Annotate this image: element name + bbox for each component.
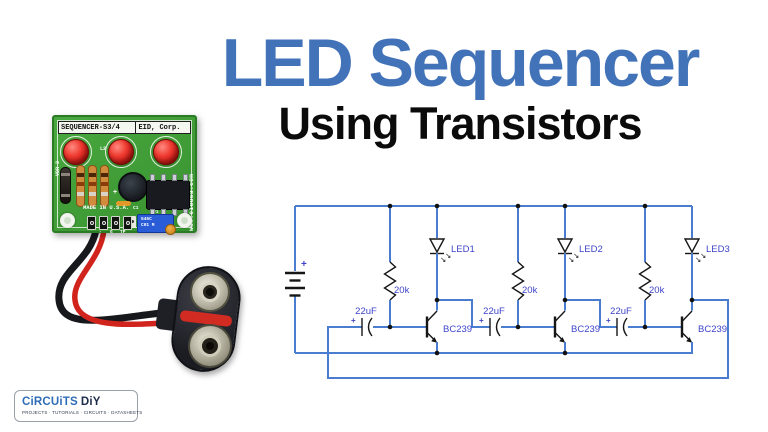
led-symbol	[556, 238, 574, 254]
resistor-symbol	[383, 261, 397, 301]
terminal-pad	[99, 216, 108, 230]
led-emission-arrow: ↘	[440, 255, 446, 264]
page-subtitle: Using Transistors	[278, 98, 642, 150]
oscillator-stage-1: ↘ ↘ + 22uF 20k LED1 BC239	[348, 206, 475, 353]
led-emission-arrow: ↘	[445, 251, 451, 260]
led-symbol	[428, 238, 446, 254]
transistor-emitter-arrow	[559, 337, 566, 343]
transistor-name-label: BC239	[443, 324, 472, 335]
capacitor-minus-plate	[367, 317, 373, 337]
resistor-symbol	[638, 261, 652, 301]
battery-snap-male	[188, 324, 232, 368]
terminal-pad	[111, 216, 120, 230]
trimmer-text-2: C01 M	[141, 223, 155, 229]
solder-pad	[128, 216, 136, 228]
pcb-board-name: SEQUENCER-S3/4	[59, 122, 137, 133]
silk-p1-label: P1	[153, 210, 159, 215]
brand-name-circuits: CiRCUiTS	[22, 396, 78, 408]
brand-tagline: PROJECTS · TUTORIALS · CIRCUITS · DATASH…	[22, 409, 143, 415]
pcb-corp-name: EID, Corp.	[138, 124, 181, 132]
resistor-value-label: 20k	[649, 285, 665, 296]
title-block: LED Sequencer Using Transistors	[185, 25, 735, 150]
silk-c1-label: C1	[133, 206, 139, 211]
orange-component	[116, 201, 131, 206]
terminal-pad	[87, 216, 96, 230]
trimmer-text-1: 546C	[141, 217, 152, 222]
power-rails	[294, 205, 693, 354]
resistor-value-label: 20k	[394, 285, 410, 296]
cap-plus-label: +	[606, 316, 611, 325]
led-name-label: LED1	[451, 244, 475, 255]
pad-minus-label: -	[99, 230, 102, 235]
red-led-1	[63, 139, 89, 165]
capacitor-minus-plate	[622, 317, 628, 337]
resistor-value-label: 20k	[522, 285, 538, 296]
cap-value-label: 22uF	[610, 306, 632, 317]
dip8-ic-chip	[146, 174, 190, 216]
diode-component	[60, 167, 71, 204]
blue-trimmer-pot: 546C C01 M	[137, 214, 174, 233]
circuits-diy-logo: CiRCUiTS DiY PROJECTS · TUTORIALS · CIRC…	[14, 390, 142, 422]
coupling-wires	[327, 299, 729, 379]
led2-silk-ring	[105, 136, 137, 168]
pad-g-label: G	[110, 230, 113, 235]
led-emission-arrow: ↘	[573, 251, 579, 260]
terminal-pads	[87, 216, 132, 230]
mounting-hole	[177, 213, 192, 228]
resistor-component-1	[76, 165, 85, 207]
transistor-name-label: BC239	[571, 324, 600, 335]
oscillator-stage-2: ↘ ↘ + 22uF 20k LED2 BC239	[476, 206, 603, 353]
transistor-emitter-arrow	[431, 337, 438, 343]
cap-plus-mark: +	[113, 189, 118, 196]
cap-value-label: 22uF	[483, 306, 505, 317]
pad-tp-label: TP	[120, 230, 126, 235]
terminal-pad	[123, 216, 132, 230]
battery-symbol: +	[285, 259, 307, 297]
made-in-usa-text: MADE IN U.S.A.	[83, 204, 130, 211]
cap-plus-label: +	[351, 316, 356, 325]
battery-plus-label: +	[301, 259, 307, 270]
mounting-hole	[60, 213, 75, 228]
junction-dots	[387, 203, 695, 356]
page-title: LED Sequencer	[221, 25, 701, 101]
red-led-2	[108, 139, 134, 165]
led-emission-arrow: ↘	[568, 255, 574, 264]
led-emission-arrow: ↘	[700, 251, 706, 260]
logo-text-block: CiRCUiTS DiY PROJECTS · TUTORIALS · CIRC…	[22, 396, 143, 415]
cap-value-label: 22uF	[355, 306, 377, 317]
led-emission-arrow: ↘	[695, 255, 701, 264]
resistor-component-2	[88, 165, 97, 207]
electrolytic-cap-top	[118, 172, 148, 202]
led-symbol	[683, 238, 701, 254]
battery-snap-female	[190, 272, 230, 312]
resistor-component-3	[100, 165, 109, 207]
capacitor-minus-plate	[495, 317, 501, 337]
pcb-board-photo: SEQUENCER-S3/4 EID, Corp. www.eidusa.com…	[52, 115, 197, 235]
cap-plus-label: +	[479, 316, 484, 325]
led-name-label: LED2	[579, 244, 603, 255]
circuit-schematic: + ↘ ↘ +	[285, 203, 730, 379]
ic-body	[146, 180, 190, 210]
trimmer-screw	[165, 224, 176, 235]
oscillator-stage-3: ↘ ↘ + 22uF 20k LED3 BC239	[603, 206, 730, 353]
black-wire	[55, 226, 174, 324]
pcb-label-strip: SEQUENCER-S3/4 EID, Corp.	[58, 121, 191, 134]
brand-name-diy: DiY	[80, 396, 101, 408]
led-name-label: LED3	[706, 244, 730, 255]
silk-l2-label: L2	[100, 146, 107, 152]
transistor-emitter-arrow	[686, 337, 693, 343]
red-led-3	[153, 139, 179, 165]
resistor-symbol	[511, 261, 525, 301]
transistor-name-label: BC239	[698, 324, 727, 335]
led3-silk-ring	[150, 136, 182, 168]
